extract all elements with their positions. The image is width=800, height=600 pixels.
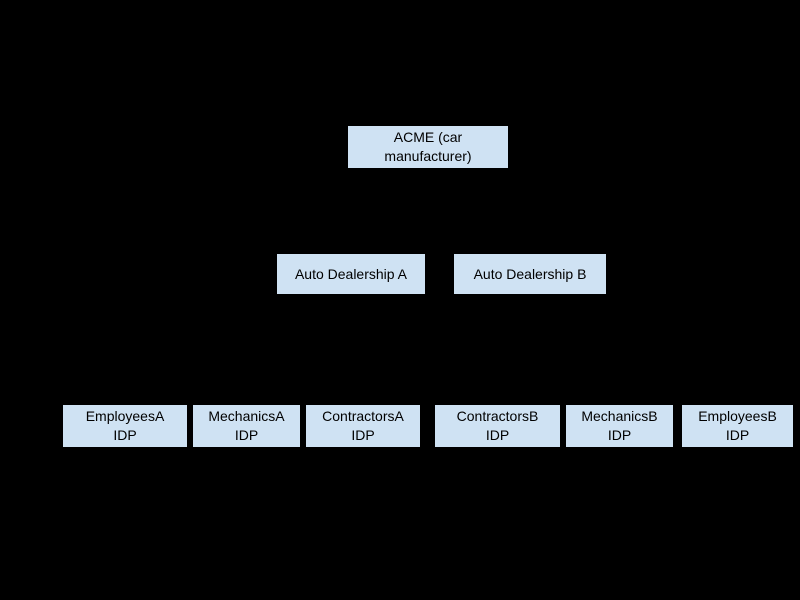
node-employees-b-idp: EmployeesB IDP: [682, 405, 793, 447]
node-mechanics-b-idp: MechanicsB IDP: [566, 405, 673, 447]
node-auto-dealership-b: Auto Dealership B: [454, 254, 606, 294]
node-label: Auto Dealership B: [473, 265, 587, 282]
node-acme-car-manufacturer: ACME (car manufacturer): [348, 126, 508, 168]
node-label: MechanicsA IDP: [208, 408, 285, 443]
node-label: MechanicsB IDP: [581, 408, 658, 443]
node-label: EmployeesA IDP: [85, 408, 165, 443]
node-auto-dealership-a: Auto Dealership A: [277, 254, 425, 294]
node-contractors-a-idp: ContractorsA IDP: [306, 405, 420, 447]
node-contractors-b-idp: ContractorsB IDP: [435, 405, 560, 447]
node-employees-a-idp: EmployeesA IDP: [63, 405, 187, 447]
node-label: ACME (car manufacturer): [384, 129, 472, 164]
node-label: Auto Dealership A: [294, 265, 408, 282]
node-mechanics-a-idp: MechanicsA IDP: [193, 405, 300, 447]
node-label: ContractorsA IDP: [322, 408, 404, 443]
node-label: ContractorsB IDP: [456, 408, 539, 443]
node-label: EmployeesB IDP: [698, 408, 777, 443]
